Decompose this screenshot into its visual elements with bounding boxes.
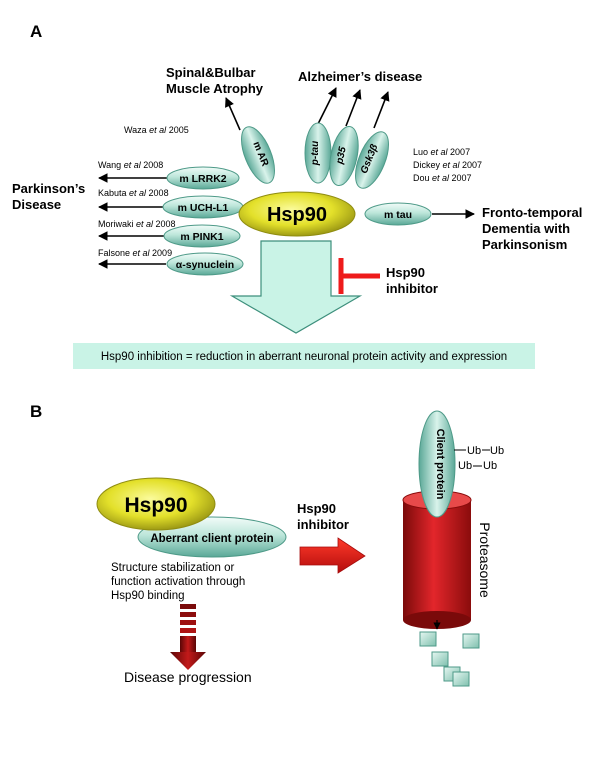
inhibitor-arrow-b <box>299 537 366 574</box>
client-ptau: p-tau <box>304 122 332 184</box>
ubiquitin-chain-2: Ub Ub <box>458 460 497 472</box>
svg-text:Hsp90: Hsp90 <box>124 494 187 517</box>
svg-text:m PINK1: m PINK1 <box>180 231 223 243</box>
disease-progression-arrow <box>170 604 206 670</box>
disease-sbma-line2: Muscle Atrophy <box>166 81 264 96</box>
ref-wang: Wang et al 2008 <box>98 160 163 170</box>
ref-dickey: Dickey et al 2007 <box>413 160 482 170</box>
panel-a-label: A <box>30 22 42 41</box>
ref-moriwaki: Moriwaki et al 2008 <box>98 219 176 229</box>
svg-text:p35: p35 <box>334 145 349 166</box>
disease-ftd-line2: Dementia with <box>482 221 570 236</box>
svg-text:Ub: Ub <box>490 445 504 457</box>
client-mar: m AR <box>241 126 275 184</box>
ubiquitin-chain-1: Ub Ub <box>454 445 504 457</box>
client-protein: Client protein <box>418 410 456 518</box>
disease-parkinsons-line1: Parkinson’s <box>12 181 85 196</box>
ref-waza: Waza et al 2005 <box>124 125 189 135</box>
panel-b-label: B <box>30 402 42 421</box>
disease-ftd-line3: Parkinsonism <box>482 237 567 252</box>
ref-luo: Luo et al 2007 <box>413 147 470 157</box>
inhibitor-b-line2: inhibitor <box>297 517 349 532</box>
inhibitor-symbol-a <box>338 258 380 294</box>
peptide-block <box>462 633 480 649</box>
client-asyn: α-synuclein <box>166 252 244 276</box>
peptide-block <box>431 651 449 667</box>
svg-text:Ub: Ub <box>483 460 497 472</box>
disease-alzheimers: Alzheimer’s disease <box>298 69 422 84</box>
arrow-mar <box>225 97 241 131</box>
svg-text:Client protein: Client protein <box>434 429 446 500</box>
svg-text:Aberrant client protein: Aberrant client protein <box>150 533 273 545</box>
arrow-p35 <box>345 89 362 127</box>
inhibitor-b-line1: Hsp90 <box>297 501 336 516</box>
svg-text:Ub: Ub <box>458 460 472 472</box>
ref-kabuta: Kabuta et al 2008 <box>98 188 169 198</box>
client-gsk3b: Gsk3β <box>355 131 389 189</box>
svg-text:Hsp90: Hsp90 <box>267 204 327 226</box>
ref-dou: Dou et al 2007 <box>413 173 472 183</box>
disease-ftd-line1: Fronto-temporal <box>482 205 582 220</box>
result-text: Hsp90 inhibition = reduction in aberrant… <box>101 351 507 363</box>
client-lrrk2: m LRRK2 <box>166 166 240 190</box>
peptide-block <box>419 631 437 647</box>
hsp90-b: Hsp90 <box>96 477 216 531</box>
peptide-block <box>452 671 470 687</box>
disease-parkinsons-line2: Disease <box>12 197 61 212</box>
inhibitor-a-line2: inhibitor <box>386 281 438 296</box>
proteasome-label: Proteasome <box>477 522 493 598</box>
arrow-gsk3b <box>373 91 390 129</box>
svg-text:p-tau: p-tau <box>310 141 321 166</box>
disease-sbma-line1: Spinal&Bulbar <box>166 65 256 80</box>
stabilization-line1: Structure stabilization or <box>111 562 235 574</box>
ref-falsone: Falsone et al 2009 <box>98 248 172 258</box>
client-pink1: m PINK1 <box>163 224 241 248</box>
stabilization-line3: Hsp90 binding <box>111 590 185 602</box>
inhibitor-a-line1: Hsp90 <box>386 265 425 280</box>
svg-text:m UCH-L1: m UCH-L1 <box>178 202 229 214</box>
svg-text:m tau: m tau <box>384 209 412 221</box>
arrow-ptau <box>317 87 337 125</box>
disease-progression: Disease progression <box>124 669 252 685</box>
proteasome <box>402 490 472 630</box>
big-down-arrow <box>229 240 363 334</box>
hsp90-a: Hsp90 <box>238 191 356 237</box>
client-p35: p35 <box>329 126 359 186</box>
stabilization-line2: function activation through <box>111 576 245 588</box>
svg-text:m LRRK2: m LRRK2 <box>179 173 226 185</box>
client-uchl1: m UCH-L1 <box>162 195 244 219</box>
result-box <box>73 343 535 369</box>
svg-text:Ub: Ub <box>467 445 481 457</box>
client-mtau: m tau <box>364 202 432 226</box>
svg-text:α-synuclein: α-synuclein <box>176 259 234 271</box>
